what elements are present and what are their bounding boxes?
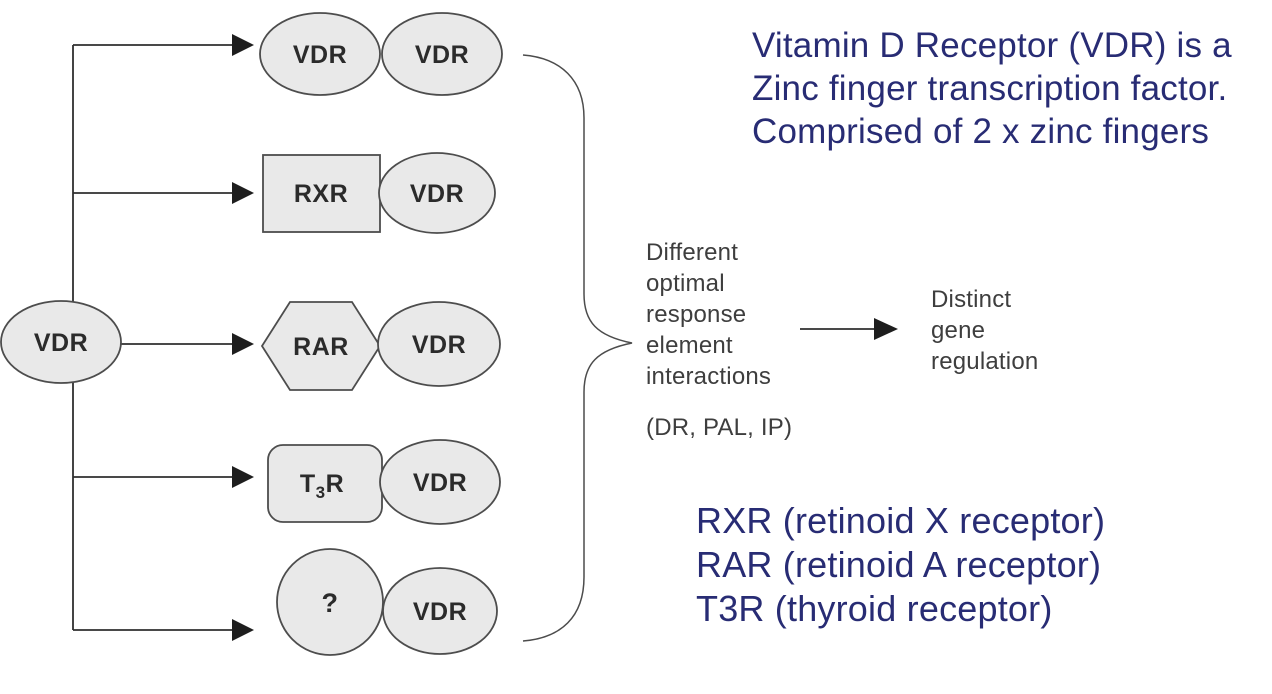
vdr-description-note: Vitamin D Receptor (VDR) is a Zinc finge… [752,24,1232,153]
response-note-line: element [646,332,733,359]
arrowhead-icon [232,34,254,56]
vdr-label: VDR [415,41,469,69]
source-vdr-ellipse [0,300,122,384]
dimer-row-rar-vdr: RAR VDR [260,301,501,391]
outcome-note-line: Distinct [931,286,1012,313]
abbreviation-line: RAR (retinoid A receptor) [696,544,1102,585]
source-vdr-label: VDR [34,329,88,357]
vdr-label: VDR [413,469,467,497]
dimer-row-rxr-vdr: RXR VDR [262,152,496,234]
abbreviation-line: T3R (thyroid receptor) [696,588,1053,629]
response-note-line: response [646,301,747,328]
vdr-ellipse [378,152,496,234]
vdr-ellipse [377,301,501,387]
partner-label: VDR [293,41,347,69]
response-elements-examples: (DR, PAL, IP) [646,414,793,441]
partner-label: T3R [300,470,344,502]
vdr-label: VDR [412,331,466,359]
arrowhead-icon [874,318,898,340]
dimer-row-vdr-vdr: VDR VDR [259,12,503,96]
partner-label: RXR [294,180,348,208]
vdr-description-line: Vitamin D Receptor (VDR) is a [752,26,1232,65]
curly-brace [522,54,633,642]
partner-label: ? [322,588,339,618]
vdr-ellipse [379,439,501,525]
outcome-arrow [800,318,898,340]
arrowhead-icon [232,466,254,488]
outcome-note-line: regulation [931,348,1039,375]
arrowhead-icon [232,619,254,641]
response-note-line: optimal [646,270,725,297]
vdr-ellipse [382,567,498,655]
arrowhead-icon [232,333,254,355]
dimer-row-t3r-vdr: T3R VDR [267,439,501,525]
response-note: Different optimal response element inter… [646,237,792,443]
response-note-line: Different [646,239,739,266]
partner-label: RAR [293,333,349,361]
vdr-description-line: Zinc finger transcription factor. [752,69,1228,108]
vdr-label: VDR [413,598,467,626]
dimer-row-unknown-vdr: ? VDR [276,548,498,656]
outcome-note: Distinct gene regulation [931,284,1038,377]
arrowhead-icon [232,182,254,204]
abbreviation-line: RXR (retinoid X receptor) [696,500,1106,541]
response-note-line: interactions [646,363,772,390]
abbreviations-note: RXR (retinoid X receptor) RAR (retinoid … [696,499,1105,631]
unknown-partner-circle [276,548,384,656]
source-vdr-node: VDR [0,300,122,384]
vdr-description-line: Comprised of 2 x zinc fingers [752,112,1210,151]
partner-vdr-ellipse [259,12,381,96]
vdr-ellipse [381,12,503,96]
outcome-note-line: gene [931,317,986,344]
vdr-label: VDR [410,180,464,208]
